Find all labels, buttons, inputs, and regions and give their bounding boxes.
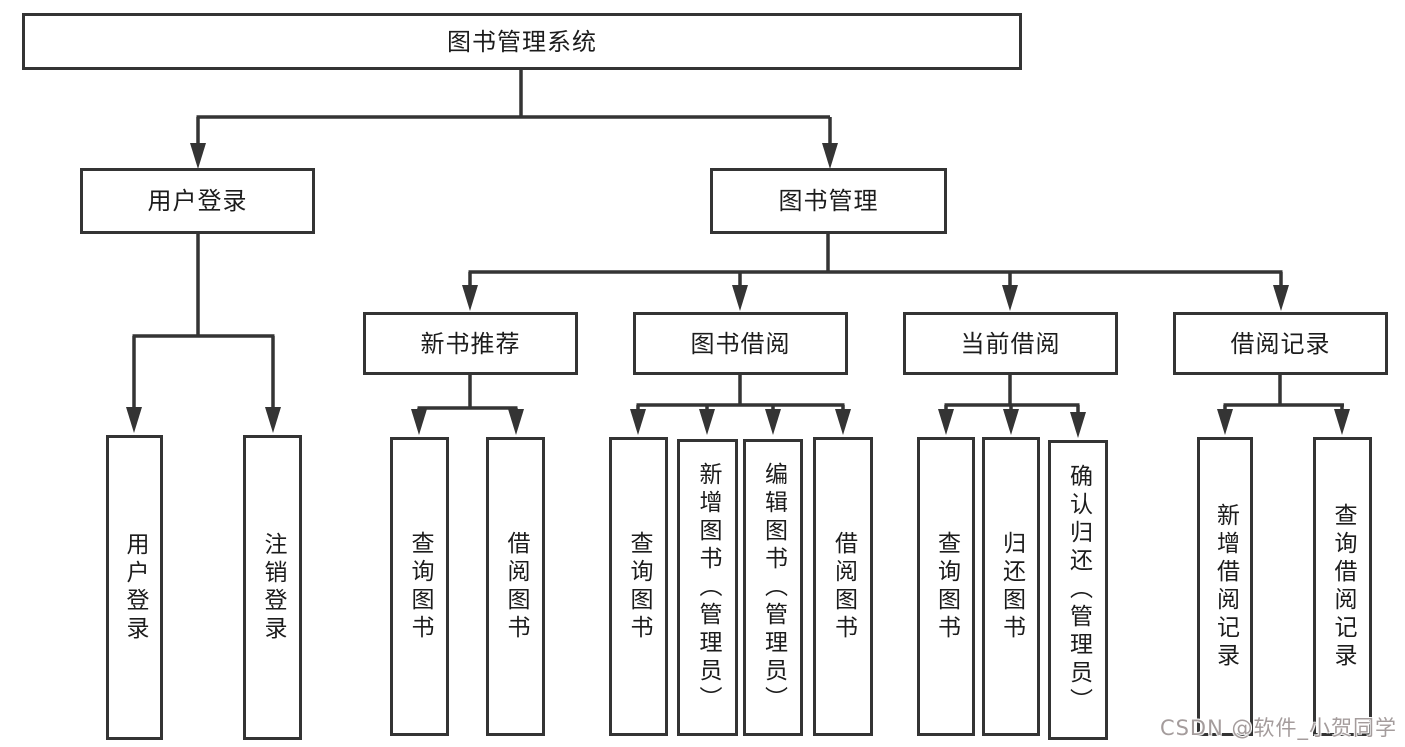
arrowhead [1003,409,1019,435]
node-book-management-label: 图书管理 [778,187,879,215]
connector-book-borrow [636,375,845,412]
arrowhead [462,285,478,311]
arrowhead [1217,409,1233,435]
leaf-query-book-2-label: 查询图书 [626,530,652,643]
node-user-login-label: 用户登录 [147,187,248,215]
leaf-return-book-label: 归还图书 [998,530,1025,643]
node-book-borrow-label: 图书借阅 [690,329,791,358]
node-book-management: 图书管理 [710,168,947,234]
arrowheads-level2 [190,143,838,169]
node-current-borrow-label: 当前借阅 [960,329,1061,358]
leaf-borrow-book-2: 借阅图书 [813,437,873,736]
node-new-book-recommend: 新书推荐 [363,312,578,375]
arrowheads-borrow-record [1217,409,1350,435]
connector-new-book-recommend [417,375,518,414]
arrowhead [699,409,715,435]
leaf-edit-book-admin-label: 编辑图书（管理员） [760,461,787,714]
leaf-query-book-2: 查询图书 [609,437,668,736]
arrowhead [190,143,206,169]
leaf-query-borrow-record-label: 查询借阅记录 [1330,502,1356,671]
leaf-logout: 注销登录 [243,435,302,740]
arrowheads-current-borrow [938,409,1086,438]
arrowheads-user-login [126,407,281,433]
leaf-borrow-book-1-label: 借阅图书 [503,530,529,643]
arrowhead [765,409,781,435]
leaf-query-book-1: 查询图书 [390,437,449,736]
arrowhead [835,409,851,435]
leaf-edit-book-admin: 编辑图书（管理员） [743,439,803,736]
leaf-user-login-label: 用户登录 [122,531,148,644]
node-user-login: 用户登录 [80,168,315,234]
leaf-add-borrow-record-label: 新增借阅记录 [1212,502,1239,671]
arrowhead [938,409,954,435]
connector-root-to-level2 [196,70,832,145]
connector-book-management-to-groups [468,234,1283,288]
leaf-return-book: 归还图书 [982,437,1040,736]
leaf-confirm-return-admin: 确认归还（管理员） [1048,440,1108,740]
connector-current-borrow [944,375,1080,414]
arrowhead [411,409,427,435]
arrowheads-book-borrow [630,409,851,435]
arrowheads-book-management [462,285,1289,311]
node-book-borrow: 图书借阅 [633,312,848,375]
arrowhead [1334,409,1350,435]
leaf-query-borrow-record: 查询借阅记录 [1313,437,1372,736]
arrowhead [1273,285,1289,311]
leaf-add-book-admin: 新增图书（管理员） [677,439,738,736]
node-library-management-system: 图书管理系统 [22,13,1022,70]
node-library-management-system-label: 图书管理系统 [447,27,597,56]
leaf-query-book-3-label: 查询图书 [933,530,960,643]
arrowhead [732,285,748,311]
leaf-add-book-admin-label: 新增图书（管理员） [695,461,721,714]
leaf-add-borrow-record: 新增借阅记录 [1197,437,1253,736]
leaf-logout-label: 注销登录 [260,531,286,644]
node-borrow-record-label: 借阅记录 [1230,329,1331,358]
leaf-query-book-3: 查询图书 [917,437,975,736]
csdn-watermark: CSDN @软件_小贺同学 [1159,716,1397,740]
node-borrow-record: 借阅记录 [1173,312,1388,375]
leaf-confirm-return-admin-label: 确认归还（管理员） [1065,464,1092,716]
arrowhead [822,143,838,169]
leaf-query-book-1-label: 查询图书 [407,530,433,643]
arrowhead [1002,285,1018,311]
arrowhead [265,407,281,433]
arrowhead [126,407,142,433]
arrowhead [1070,412,1086,438]
node-new-book-recommend-label: 新书推荐 [420,329,521,358]
arrowhead [630,409,646,435]
node-current-borrow: 当前借阅 [903,312,1118,375]
leaf-borrow-book-2-label: 借阅图书 [830,530,857,643]
connector-borrow-record [1223,375,1344,414]
leaf-borrow-book-1: 借阅图书 [486,437,545,736]
arrowheads-new-book-recommend [411,409,524,435]
connector-user-login-to-leaves [132,234,275,408]
arrowhead [508,409,524,435]
leaf-user-login: 用户登录 [106,435,163,740]
